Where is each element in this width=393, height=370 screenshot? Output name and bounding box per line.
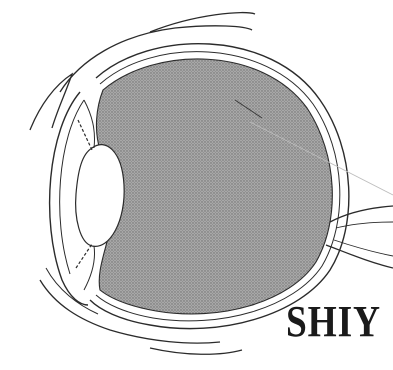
optic-nerve-sheath	[336, 222, 393, 228]
vitreous-body	[96, 59, 332, 314]
lower-lid-fold	[150, 348, 242, 354]
ciliary-upper	[84, 100, 95, 148]
upper-eyelid	[30, 74, 72, 130]
iris-lower	[76, 244, 92, 268]
iris-upper	[78, 120, 92, 150]
optic-nerve-lower	[326, 245, 393, 268]
caption-text: SHIY	[286, 300, 381, 344]
ciliary-lower	[84, 246, 95, 290]
